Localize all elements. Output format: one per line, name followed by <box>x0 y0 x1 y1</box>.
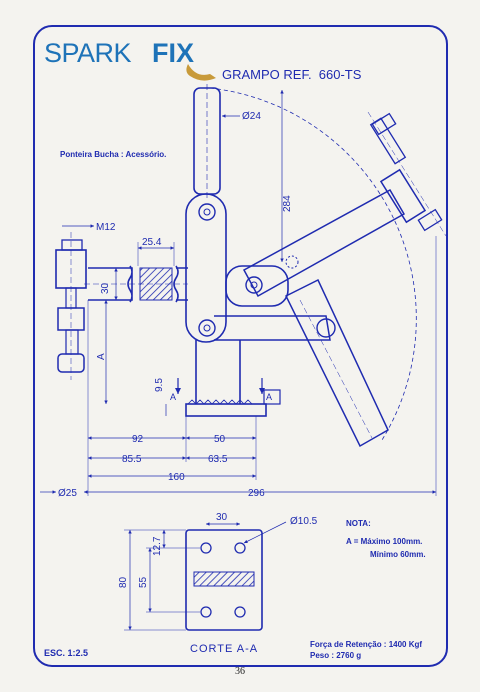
sparkfix-logo: SPARK FIX <box>44 38 216 81</box>
logo-fix-text: FIX <box>152 38 194 68</box>
base-dim-30: 30 <box>216 512 228 523</box>
nota-line2: Mínimo 60mm. <box>370 550 426 559</box>
left-spindle <box>55 232 87 380</box>
base-dim-55: 55 <box>138 576 149 588</box>
dim-m12: M12 <box>96 222 116 233</box>
lower-link <box>214 315 331 341</box>
dim-25-4: 25.4 <box>142 237 162 248</box>
base-plate <box>185 403 267 417</box>
clamp-bar <box>84 265 188 303</box>
accessory-note: Ponteira Bucha : Acessório. <box>60 150 166 159</box>
mount-hole <box>200 606 212 618</box>
dimension-lines: Ø24 284 M12 25.4 30 A 9.5 92 50 85.5 63.… <box>40 90 437 499</box>
page-number: 36 <box>235 666 245 677</box>
handle-assembly <box>185 84 227 343</box>
nota-label: NOTA: <box>346 519 371 528</box>
sheet-frame <box>33 25 448 667</box>
base-dim-80: 80 <box>118 576 129 588</box>
dim-284: 284 <box>282 195 293 212</box>
open-position-arm <box>242 111 447 448</box>
mount-hole <box>234 542 246 554</box>
base-plate-section <box>185 529 263 631</box>
dim-9-5: 9.5 <box>154 378 165 392</box>
dim-92: 92 <box>132 434 144 445</box>
dim-30: 30 <box>100 282 111 294</box>
dim-160: 160 <box>168 472 185 483</box>
mount-hole <box>234 606 246 618</box>
drawing-title: GRAMPO REF. 660-TS <box>222 67 362 82</box>
lever-pin-bottom <box>198 319 216 337</box>
logo-wrench-icon <box>186 64 216 81</box>
dim-a: A <box>96 353 107 360</box>
pivot-block <box>225 265 289 307</box>
clamp-base <box>185 340 281 417</box>
mount-hole <box>200 542 212 554</box>
pivot-pin <box>245 276 263 294</box>
dim-63-5: 63.5 <box>208 454 228 465</box>
svg-text:A: A <box>170 392 176 402</box>
section-hatch <box>193 571 255 587</box>
lever-pin-top <box>198 203 216 221</box>
base-dim-12-7: 12.7 <box>152 536 163 556</box>
section-caption: CORTE A-A <box>190 643 258 655</box>
dim-d25: Ø25 <box>58 488 77 499</box>
base-dim-d10-5: Ø10.5 <box>290 516 318 527</box>
dim-d24: Ø24 <box>242 111 261 122</box>
holding-force: Força de Retenção : 1400 Kgf <box>310 640 422 649</box>
base-section-view: 30 Ø10.5 12.7 80 55 CORTE A-A <box>118 512 318 655</box>
section-mark-left: A <box>170 378 181 402</box>
dim-50: 50 <box>214 434 226 445</box>
nota-line1: A = Máximo 100mm. <box>346 537 422 546</box>
drawing-scale: ESC. 1:2.5 <box>44 648 88 658</box>
swing-arc <box>209 87 417 441</box>
open-handle <box>284 278 389 448</box>
dim-296: 296 <box>248 488 265 499</box>
section-mark-right: A <box>259 378 272 402</box>
logo-spark-text: SPARK <box>44 38 132 68</box>
weight: Peso : 2760 g <box>310 651 361 660</box>
nota-block: NOTA: A = Máximo 100mm. Mínimo 60mm. <box>346 519 426 559</box>
dim-85-5: 85.5 <box>122 454 142 465</box>
svg-text:A: A <box>266 392 272 402</box>
